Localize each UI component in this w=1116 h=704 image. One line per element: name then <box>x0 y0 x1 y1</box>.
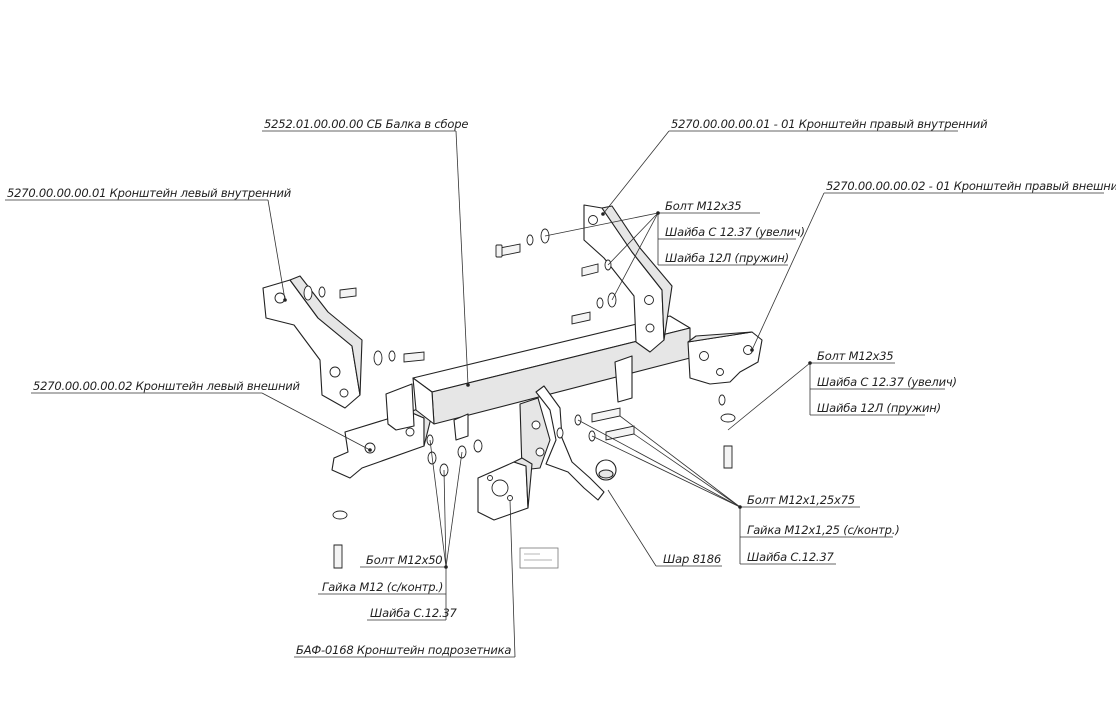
right-hardware <box>718 394 736 469</box>
left-washer-label: Шайба С.12.37 <box>370 606 458 620</box>
tow-hook <box>519 385 617 501</box>
top-washer-spring-label: Шайба 12Л (пружин) <box>665 251 789 265</box>
callout-right-outer: 5270.00.00.00.02 - 01 Кронштейн правый в… <box>826 179 1116 193</box>
right-outer-bracket <box>687 331 763 385</box>
left-hardware <box>303 285 483 569</box>
callout-socket-bracket: БАФ-0168 Кронштейн подрозетника <box>296 643 511 657</box>
left-bolt-label: Болт М12х50 <box>366 553 442 567</box>
callout-left-inner: 5270.00.00.00.01 Кронштейн левый внутрен… <box>7 186 292 200</box>
socket-bracket <box>477 457 533 521</box>
right-washer-big-label: Шайба С 12.37 (увелич) <box>817 375 957 389</box>
main-beam <box>385 315 691 441</box>
callout-right-inner: 5270.00.00.00.01 - 01 Кронштейн правый в… <box>671 117 988 131</box>
right-bolt-label: Болт М12х35 <box>817 349 893 363</box>
left-outer-bracket <box>331 407 433 479</box>
callout-beam: 5252.01.00.00.00 СБ Балка в сборе <box>264 117 468 131</box>
left-inner-bracket <box>262 275 363 409</box>
right-inner-bracket <box>583 204 673 353</box>
left-nut-label: Гайка М12 (с/контр.) <box>322 580 443 594</box>
center-nut-label: Гайка М12х1,25 (с/контр.) <box>747 523 900 537</box>
top-washer-big-label: Шайба С 12.37 (увелич) <box>665 225 805 239</box>
label-plate <box>519 547 559 569</box>
center-hardware <box>556 407 635 442</box>
leader-lines <box>5 130 1104 658</box>
center-washer-label: Шайба С.12.37 <box>747 550 835 564</box>
center-bolt-label: Болт М12х1,25х75 <box>747 493 855 507</box>
callout-left-outer: 5270.00.00.00.02 Кронштейн левый внешний <box>33 379 301 393</box>
top-hardware <box>495 228 617 325</box>
callout-ball: Шар 8186 <box>663 552 721 566</box>
right-washer-spring-label: Шайба 12Л (пружин) <box>817 401 941 415</box>
top-bolt-label: Болт М12х35 <box>665 199 741 213</box>
